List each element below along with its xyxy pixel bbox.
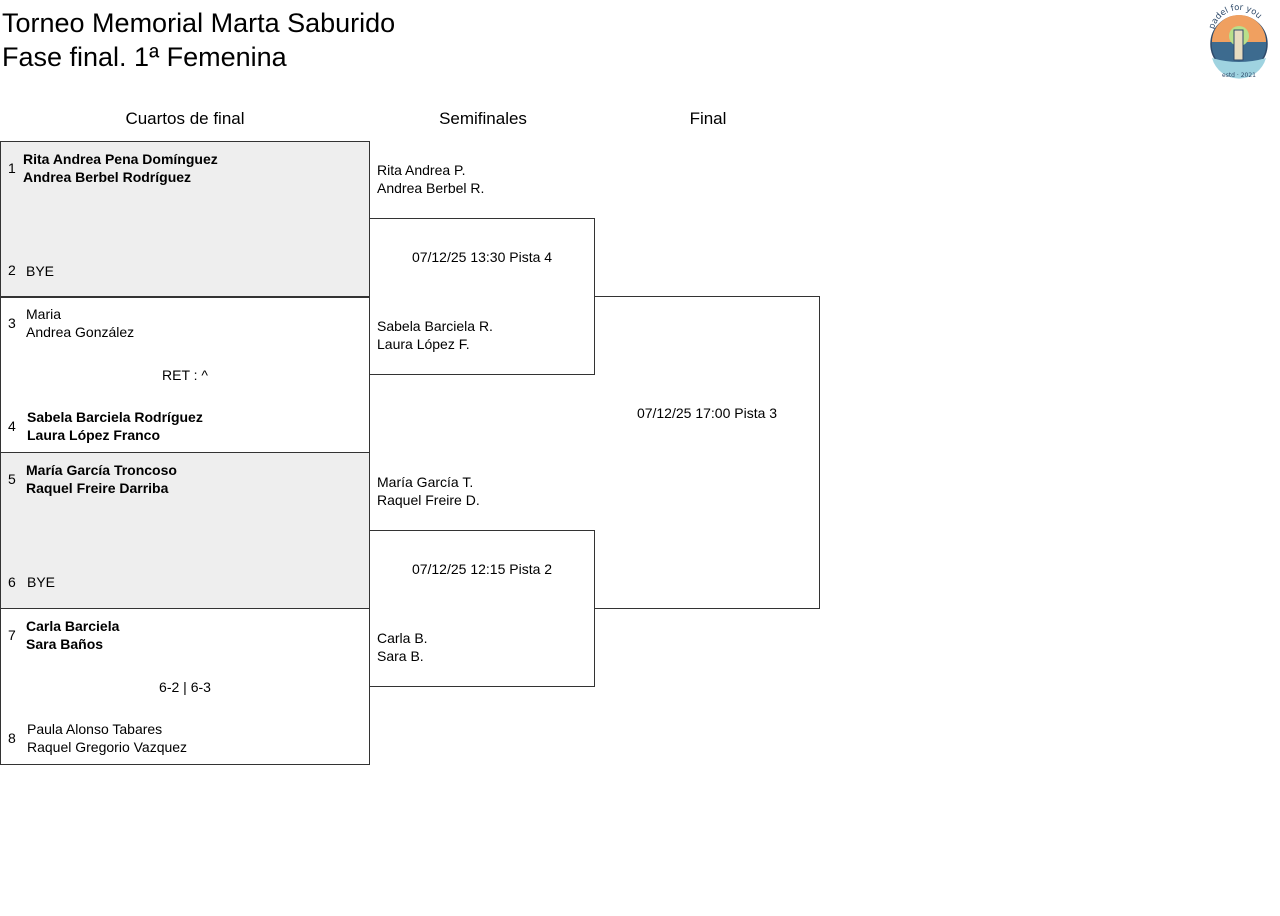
round-header-quarterfinals: Cuartos de final xyxy=(125,109,245,128)
team-names: BYE xyxy=(27,574,56,590)
seed: 7 xyxy=(8,627,16,643)
sf1-schedule: 07/12/25 13:30 Pista 4 xyxy=(411,249,553,265)
final-schedule: 07/12/25 17:00 Pista 3 xyxy=(636,405,778,421)
seed: 5 xyxy=(8,471,16,487)
sf-match-1-box xyxy=(370,218,595,375)
seed: 3 xyxy=(8,315,16,331)
sf1-team-a: Rita Andrea P.Andrea Berbel R. xyxy=(377,162,485,196)
seed: 6 xyxy=(8,574,16,590)
padel-for-you-logo: padel for you estd · 2021 xyxy=(1207,3,1268,79)
seed: 1 xyxy=(8,160,16,176)
sf1-team-b: Sabela Barciela R.Laura López F. xyxy=(377,318,493,352)
svg-text:estd · 2021: estd · 2021 xyxy=(1222,72,1256,79)
sf2-team-a: María García T.Raquel Freire D. xyxy=(377,474,480,508)
sf2-team-b: Carla B.Sara B. xyxy=(377,630,428,664)
match-result: RET : ^ xyxy=(162,367,208,383)
seed: 2 xyxy=(8,262,16,278)
seed: 4 xyxy=(8,418,16,434)
sf-match-2-box xyxy=(370,530,595,687)
team-names: BYE xyxy=(26,263,55,279)
match-result: 6-2 | 6-3 xyxy=(159,679,211,695)
final-match-box xyxy=(595,296,820,609)
round-header-semifinals: Semifinales xyxy=(439,109,527,128)
sf2-schedule: 07/12/25 12:15 Pista 2 xyxy=(411,561,553,577)
seed: 8 xyxy=(8,730,16,746)
round-header-final: Final xyxy=(689,109,727,128)
